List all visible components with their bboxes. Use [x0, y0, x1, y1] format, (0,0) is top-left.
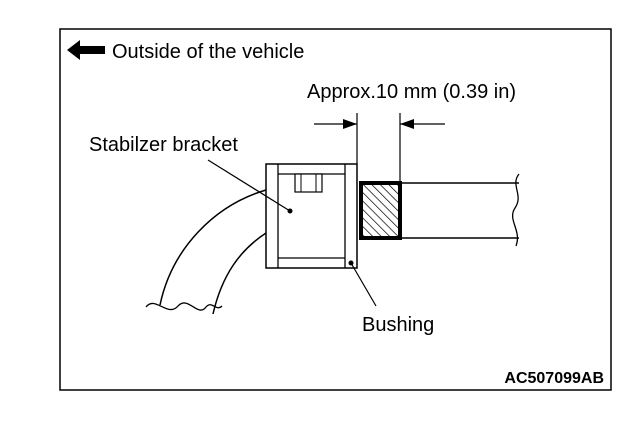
dimension-label: Approx.10 mm (0.39 in) [307, 81, 516, 103]
bushing [359, 181, 402, 240]
figure-frame [59, 28, 612, 391]
dimension-arrow-left-icon [343, 119, 357, 129]
direction-arrow-icon [67, 40, 105, 60]
stabilizer-bracket [265, 163, 358, 269]
dimension-arrow-right-icon [400, 119, 414, 129]
bushing-label: Bushing [362, 314, 434, 336]
figure-code: AC507099AB [504, 370, 604, 387]
direction-label: Outside of the vehicle [112, 41, 304, 63]
body-part [145, 189, 267, 315]
bushing-leader-line [350, 262, 377, 307]
bracket-leader-line [207, 159, 291, 212]
bracket-label: Stabilzer bracket [89, 134, 238, 156]
